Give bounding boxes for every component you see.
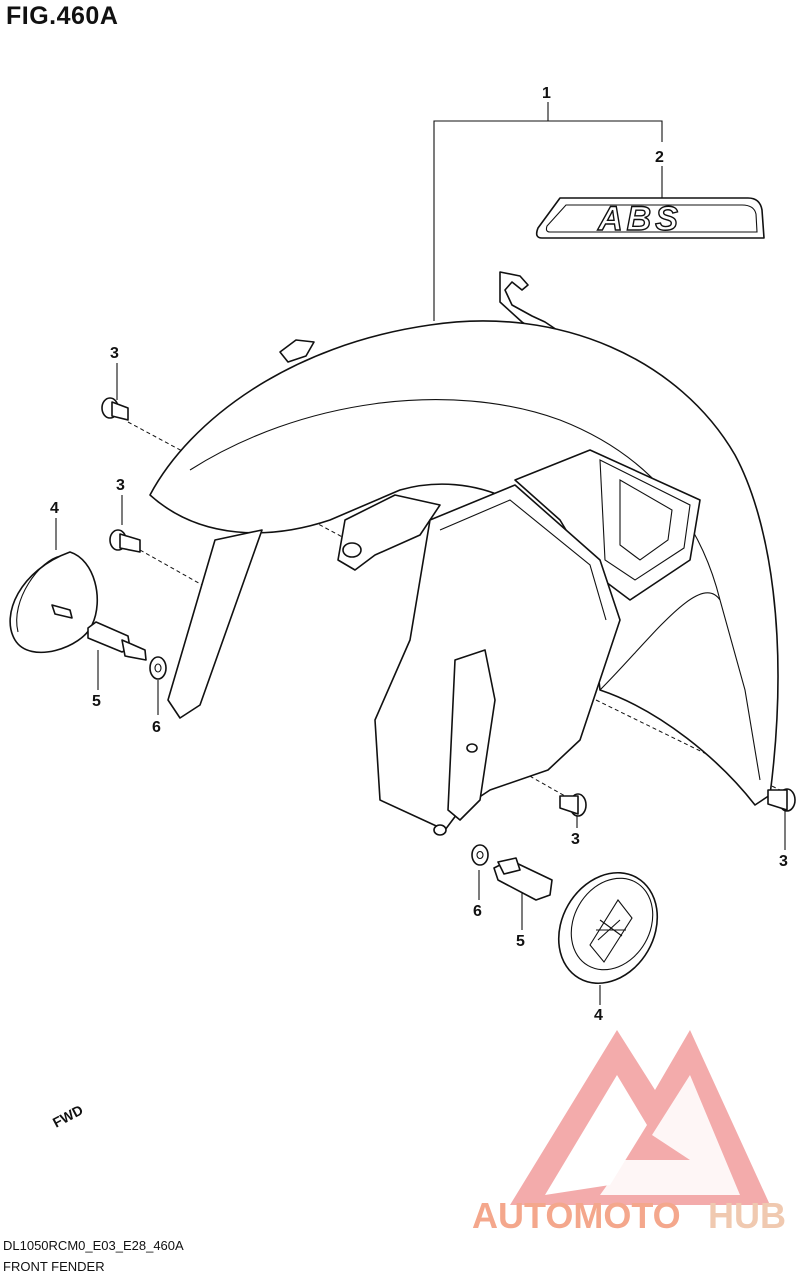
watermark-text: AUTOMOTO HUB bbox=[472, 1195, 786, 1236]
callout-6-right: 6 bbox=[473, 903, 482, 920]
figure-title: FIG.460A bbox=[6, 2, 119, 30]
watermark-logo bbox=[510, 1030, 770, 1205]
screw-center bbox=[559, 793, 587, 817]
figure-name: FRONT FENDER bbox=[3, 1259, 105, 1274]
callout-3-upper-left: 3 bbox=[110, 345, 119, 362]
callout-3-middle-left: 3 bbox=[116, 477, 125, 494]
spacer-left bbox=[87, 621, 147, 661]
washer-right bbox=[471, 844, 489, 866]
watermark-part2: HUB bbox=[708, 1195, 786, 1236]
abs-decal-text: ABS bbox=[597, 200, 682, 238]
callout-1: 1 bbox=[542, 85, 551, 102]
screw-upper-left bbox=[101, 397, 129, 421]
callout-3-right: 3 bbox=[779, 853, 788, 870]
callout-3-center: 3 bbox=[571, 831, 580, 848]
callout-4-left: 4 bbox=[50, 500, 59, 517]
forward-direction-arrow: FWD bbox=[50, 1102, 86, 1131]
screw-right bbox=[767, 788, 796, 812]
figure-code: DL1050RCM0_E03_E28_460A bbox=[3, 1238, 184, 1253]
spacer-right bbox=[493, 857, 553, 901]
callout-leaders bbox=[55, 102, 786, 1005]
washer-left bbox=[149, 656, 167, 680]
callout-5-right: 5 bbox=[516, 933, 525, 950]
callout-6-left: 6 bbox=[152, 719, 161, 736]
callout-2: 2 bbox=[655, 149, 664, 166]
forward-direction-label: FWD bbox=[50, 1102, 86, 1131]
front-fender bbox=[149, 271, 779, 836]
callout-4-right: 4 bbox=[594, 1007, 603, 1024]
reflector-right bbox=[557, 871, 659, 985]
watermark-part1: AUTOMOTO bbox=[472, 1195, 681, 1236]
reflector-left bbox=[9, 551, 99, 654]
callout-5-left: 5 bbox=[92, 693, 101, 710]
screw-middle-left bbox=[109, 529, 141, 553]
abs-decal: ABS bbox=[535, 197, 765, 239]
